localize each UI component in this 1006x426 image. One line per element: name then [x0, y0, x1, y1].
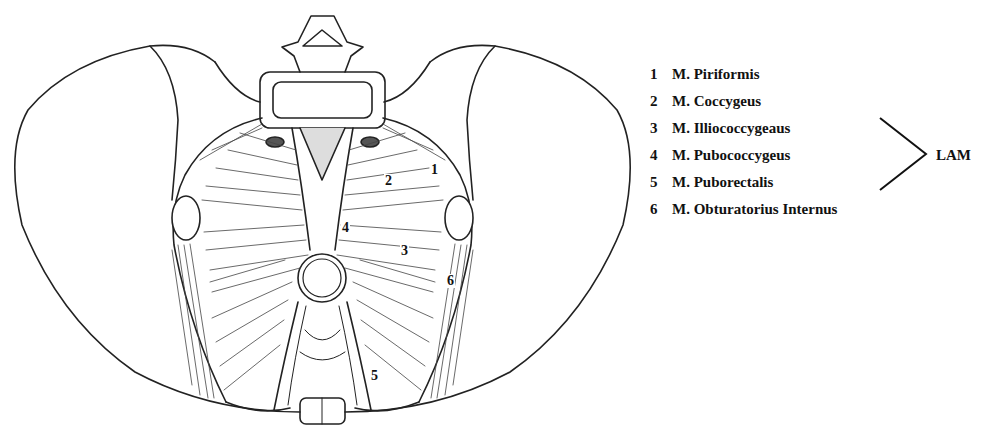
key-number: 5 [650, 175, 658, 190]
pubic-symphysis [300, 398, 345, 424]
left-fibres [202, 133, 308, 390]
vertebral-body [260, 72, 385, 128]
anal-canal-inner [303, 259, 341, 297]
piriformis-fibres [200, 124, 445, 160]
muscle-name: M. Pubococcygeus [672, 148, 790, 163]
callout-number: 1 [430, 163, 439, 177]
right-iliac-inner [467, 46, 495, 200]
key-number: 2 [650, 94, 658, 109]
vertebral-canal [273, 82, 372, 118]
callout-number: 6 [446, 274, 455, 288]
group-bracket [880, 118, 926, 190]
sacral-triangle [300, 128, 345, 180]
coccyx [292, 128, 353, 250]
muscle-name: M. Obturatorius Internus [672, 202, 837, 217]
anal-canal [298, 254, 346, 302]
muscle-fibres [172, 124, 473, 398]
key-number: 6 [650, 202, 658, 217]
key-number: 3 [650, 121, 658, 136]
muscle-name: M. Coccygeus [672, 94, 761, 109]
left-iliac-inner [150, 46, 178, 200]
callout-number: 4 [341, 221, 350, 235]
callout-number: 5 [370, 369, 379, 383]
right-fibres [337, 133, 443, 390]
group-label: LAM [936, 148, 971, 163]
hiatus [274, 302, 371, 410]
callout-number: 3 [400, 244, 409, 258]
callout-number: 2 [384, 174, 393, 188]
spinous-inner [303, 30, 342, 46]
obturator-fibres [172, 244, 473, 398]
obturator-left [172, 196, 200, 240]
perineal-body [300, 330, 345, 360]
obturator-right [445, 196, 473, 240]
muscle-name: M. Piriformis [672, 67, 759, 82]
muscle-name: M. Puborectalis [672, 175, 773, 190]
muscle-name: M. Illiococcygeaus [672, 121, 790, 136]
key-number: 4 [650, 148, 658, 163]
spinous-process [282, 16, 363, 72]
symphysis-line [322, 398, 323, 424]
hiatus-inner [288, 306, 357, 405]
key-number: 1 [650, 67, 658, 82]
